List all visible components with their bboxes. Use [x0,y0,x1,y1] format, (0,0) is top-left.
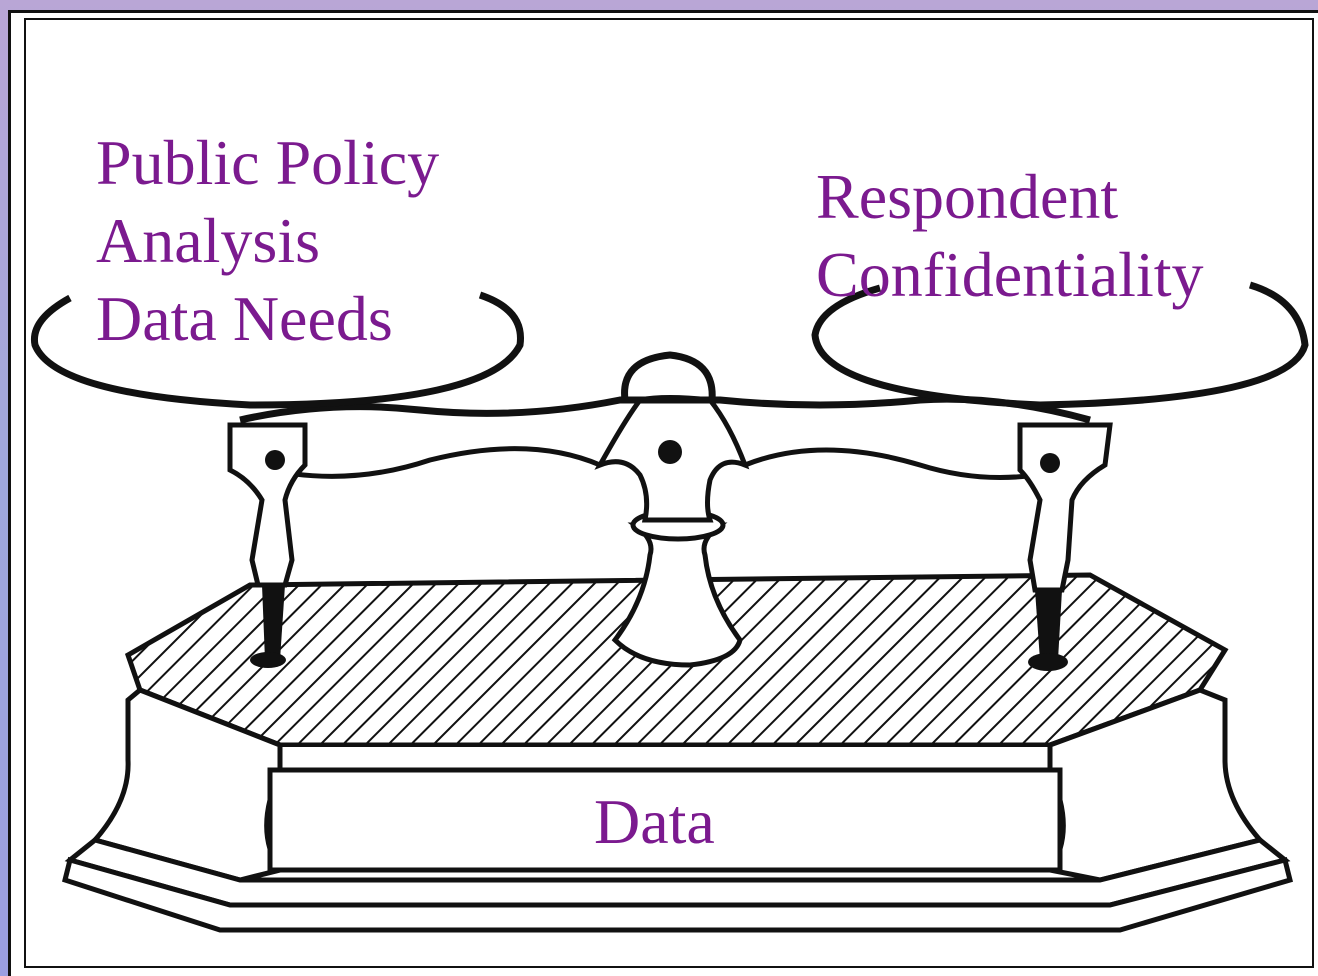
left-hanger [227,422,308,588]
left-post [262,585,285,660]
base-plinth-lower [62,856,1294,933]
right-hanger [1017,422,1113,593]
right-pan-label: Respondent Confidentiality [816,158,1204,314]
center-pivot [658,440,682,464]
left-pan-label: Public Policy Analysis Data Needs [96,124,439,358]
left-pan [30,291,524,409]
left-pan-label-line-1: Public Policy [96,127,440,198]
base-label: Data [594,786,715,857]
center-pillar [611,522,743,668]
base-front-band [278,743,1052,772]
right-post [1035,590,1062,660]
left-pan-label-line-3: Data Needs [96,283,393,354]
left-pan-label-line-2: Analysis [96,205,320,276]
right-pan-label-line-1: Respondent [816,161,1119,232]
right-pan [811,281,1309,409]
right-pan-label-line-2: Confidentiality [816,239,1204,310]
center-handle [621,351,716,401]
base-front-face [267,767,1063,873]
illustration-border [24,18,1314,968]
